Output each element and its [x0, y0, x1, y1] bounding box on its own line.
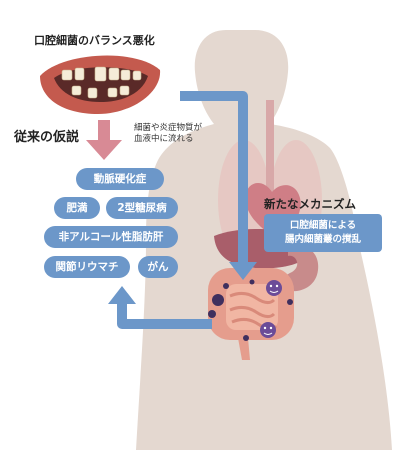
- mechanism-line-2: 腸内細菌叢の撹乱: [284, 234, 361, 245]
- disease-pill: 関節リウマチ: [44, 256, 130, 278]
- bacterium: [208, 310, 216, 318]
- rectum: [238, 338, 250, 360]
- disease-pill: 肥満: [54, 197, 100, 219]
- bacteria: [208, 279, 293, 341]
- bacterium: [287, 299, 293, 305]
- old-hypothesis-label: 従来の仮説: [14, 130, 80, 145]
- return-arrow: [117, 300, 212, 329]
- note-line-2: 血液中に流れる: [134, 134, 194, 144]
- down-arrow: [86, 120, 122, 160]
- pathway-arrow: [180, 91, 248, 266]
- mechanism-box: 口腔細菌による 腸内細菌叢の撹乱: [264, 214, 382, 252]
- title: 口腔細菌のバランス悪化: [34, 34, 155, 47]
- bacterium-face: [266, 280, 282, 296]
- disease-pill: がん: [138, 256, 178, 278]
- bacterium: [212, 294, 224, 306]
- bacterium-face: [260, 322, 276, 338]
- disease-pill: 動脈硬化症: [76, 168, 164, 190]
- blood-flow-note: 細菌や炎症物質が 血液中に流れる: [134, 123, 202, 145]
- disease-pill: 2型糖尿病: [106, 197, 178, 219]
- mouth: [40, 55, 161, 114]
- bacterium: [243, 335, 249, 341]
- pathway-arrowhead: [229, 262, 257, 280]
- mechanism-line-1: 口腔細菌による: [289, 220, 357, 231]
- teeth: [61, 66, 142, 99]
- note-line-1: 細菌や炎症物質が: [134, 123, 203, 133]
- new-mechanism-label: 新たなメカニズム: [264, 197, 356, 211]
- bacterium: [249, 279, 255, 285]
- esophagus: [266, 100, 274, 210]
- bacterium: [223, 283, 229, 289]
- disease-pill: 非アルコール性脂肪肝: [44, 226, 178, 248]
- return-arrowhead: [108, 286, 136, 304]
